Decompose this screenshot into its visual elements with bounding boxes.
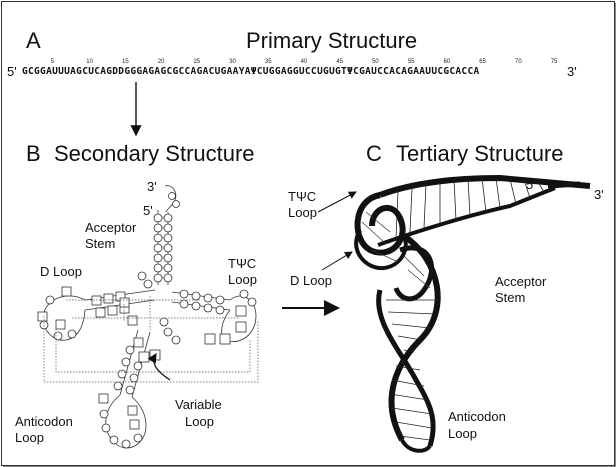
b-tpsic-l2: Loop <box>228 272 257 287</box>
c-d-loop-label: D Loop <box>290 273 332 288</box>
c-tpsic-l1: TΨC <box>288 189 317 204</box>
sequence-position-65: 65 <box>479 59 486 65</box>
sequence-position-5: 5 <box>50 59 54 65</box>
panel-b-letter: B <box>26 141 41 166</box>
sequence-position-15: 15 <box>122 59 129 65</box>
variable-loop-arrow <box>147 352 171 381</box>
sequence-position-10: 10 <box>86 59 93 65</box>
b-end-3prime: 3' <box>147 179 157 194</box>
sequence-position-55: 55 <box>407 59 415 65</box>
b-anticodon-l1: Anticodon <box>15 414 73 429</box>
sequence-position-75: 75 <box>550 59 558 65</box>
b-tpsic-l1: TΨC <box>228 256 257 271</box>
b-variable-l2: Loop <box>185 414 214 429</box>
c-acceptor-stem-l2: Stem <box>495 290 526 305</box>
c-dloop-arrow <box>321 251 353 271</box>
c-anticodon-l2: Loop <box>448 426 477 441</box>
sequence-position-45: 45 <box>336 59 344 65</box>
sequence-position-40: 40 <box>300 59 308 65</box>
sequence-3prime: 3' <box>567 64 577 79</box>
b-acceptor-stem-l2: Stem <box>85 236 116 251</box>
c-acceptor-stem-l1: Acceptor <box>495 274 547 289</box>
b-end-5prime: 5' <box>143 203 153 218</box>
sequence-position-25: 25 <box>193 59 201 65</box>
b-d-loop-label: D Loop <box>40 264 82 279</box>
cloverleaf-structure <box>37 185 259 449</box>
sequence-position-60: 60 <box>443 59 451 65</box>
sequence-position-50: 50 <box>372 59 379 65</box>
b-acceptor-stem-l1: Acceptor <box>85 220 137 235</box>
c-tpsic-l2: Loop <box>288 205 317 220</box>
panel-c-letter: C <box>366 141 382 166</box>
b-variable-l1: Variable <box>175 397 222 412</box>
panel-c-title: Tertiary Structure <box>396 141 564 166</box>
c-tpsic-arrow <box>317 191 357 213</box>
sequence-position-35: 35 <box>264 59 272 65</box>
c-end-3prime: 3' <box>594 187 604 202</box>
sequence-position-20: 20 <box>157 59 165 65</box>
panel-a-title: Primary Structure <box>246 28 418 53</box>
sequence-5prime: 5' <box>7 64 17 79</box>
b-anticodon-l2: Loop <box>15 430 44 445</box>
c-end-5prime: 5' <box>526 177 536 192</box>
sequence-text: GCGGAUUUAGCUCAGDDGGGAGAGCGCCAGACUGAAYAΨC… <box>22 66 480 77</box>
panel-b-title: Secondary Structure <box>54 141 255 166</box>
sequence-position-30: 30 <box>229 59 236 65</box>
c-anticodon-l1: Anticodon <box>448 409 506 424</box>
sequence-position-70: 70 <box>514 59 522 65</box>
panel-a-letter: A <box>26 28 41 53</box>
tertiary-ribbon <box>354 174 591 453</box>
